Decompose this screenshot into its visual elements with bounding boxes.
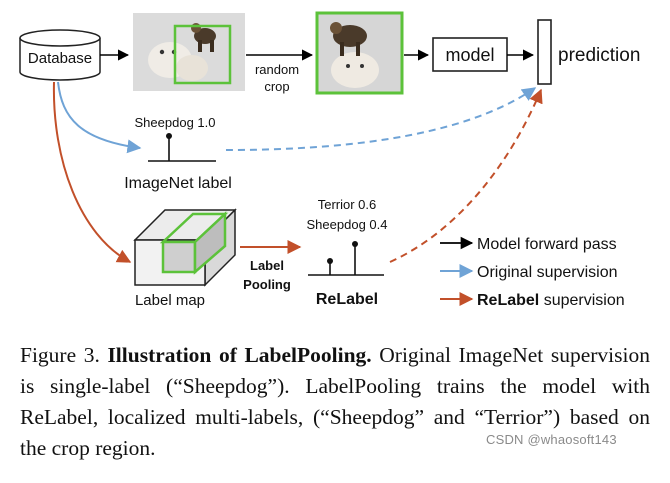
caption-bold-title: Illustration of LabelPooling. <box>107 343 372 367</box>
legend-forward-text: Model forward pass <box>477 236 617 253</box>
cropped-photo <box>315 11 404 95</box>
label-map-label: Label map <box>135 292 205 309</box>
relabel-histogram <box>308 241 384 276</box>
legend-original-text: Original supervision <box>477 264 618 281</box>
relabel-score-sheepdog: Sheepdog 0.4 <box>307 217 388 232</box>
source-photo <box>133 13 245 91</box>
imagenet-score: Sheepdog 1.0 <box>135 115 216 130</box>
caption-body: Original ImageNet supervision is single-… <box>20 343 650 460</box>
relabel-supervision-curve <box>52 81 132 263</box>
database-cylinder: Database <box>19 29 101 81</box>
model-box: model <box>432 37 508 72</box>
figure-caption: Figure 3. Illustration of LabelPooling. … <box>20 340 650 464</box>
random-crop-label-1: random <box>255 62 299 77</box>
legend: Model forward pass Original supervision … <box>440 236 625 309</box>
original-supervision-curve <box>57 81 142 154</box>
labelpooling-diagram: Database random crop model <box>19 11 640 309</box>
legend-relabel-text: ReLabel supervision <box>477 292 625 309</box>
original-supervision-dashed <box>225 87 537 151</box>
relabel-supervision-dashed <box>389 88 543 263</box>
label-pooling-label-2: Pooling <box>243 277 291 292</box>
caption-figure-number: Figure 3. <box>20 343 108 367</box>
imagenet-label-histogram <box>148 133 216 162</box>
prediction-label: prediction <box>558 45 640 66</box>
label-pooling-label-1: Label <box>250 258 284 273</box>
prediction-vector <box>537 19 552 85</box>
crop-box <box>173 24 232 85</box>
relabel-score-terrior: Terrior 0.6 <box>318 197 377 212</box>
random-crop-label-2: crop <box>264 79 289 94</box>
label-map-cube <box>133 208 237 287</box>
relabel-label: ReLabel <box>316 291 378 308</box>
database-label: Database <box>28 50 92 67</box>
imagenet-label: ImageNet label <box>124 175 232 192</box>
model-label: model <box>445 45 494 65</box>
watermark-text: CSDN @whaosoft143 <box>486 432 617 447</box>
